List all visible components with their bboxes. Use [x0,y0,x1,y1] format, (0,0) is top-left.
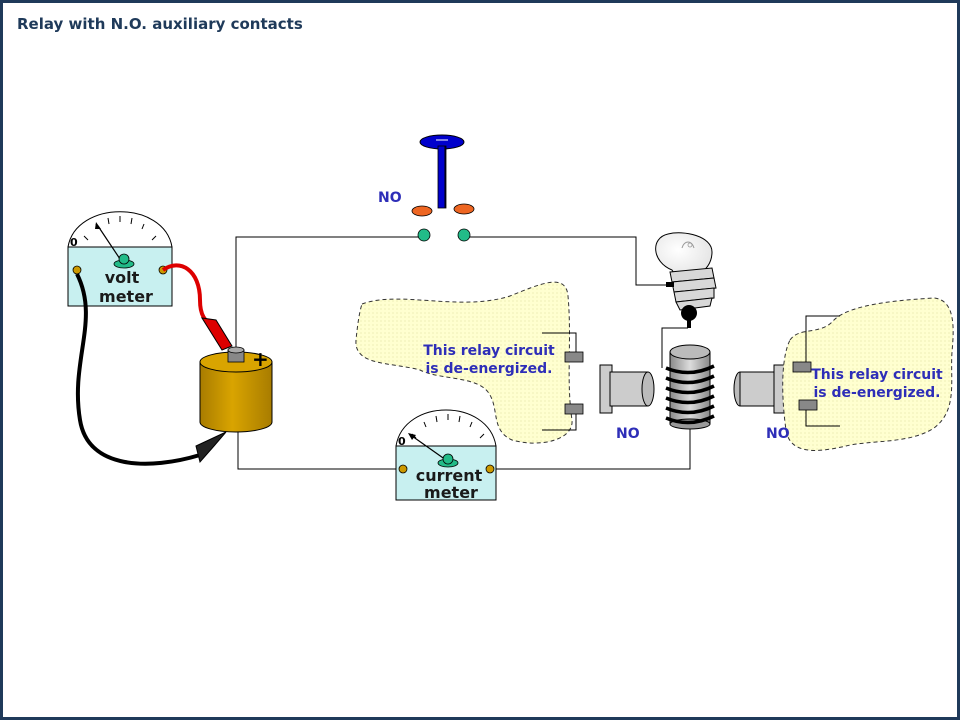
volt-meter-terminal-left [72,265,82,275]
volt-meter-zero: 0 [70,236,78,249]
relay-note-left-line2: is de-energized. [426,361,553,377]
aux-contact-right [792,315,840,427]
relay-coil [665,344,715,430]
current-meter-needle [411,435,447,461]
light-bulb [655,232,717,328]
black-test-lead [75,273,201,466]
circuit-wires [235,236,691,470]
red-probe [201,317,233,351]
black-probe [195,431,227,464]
wire-lamp-coil [661,327,688,368]
switch-stem [437,145,447,209]
wire-bottom-left [237,432,398,470]
relay-note-right: This relay circuit is de-energized. NO [766,297,954,451]
switch-terminal-right [457,228,471,242]
battery: + [199,346,273,433]
relay-armature-left [599,364,655,414]
volt-meter-label-2: meter [99,287,153,306]
relay-armature-right [733,364,787,414]
current-meter-label-2: meter [424,483,478,502]
switch-terminal-left [417,228,431,242]
wire-bottom-right [496,425,691,470]
battery-polarity: + [252,347,269,371]
relay-note-left-line1: This relay circuit [423,343,555,359]
volt-meter-label-1: volt [105,268,140,287]
relay-note-right-line2: is de-energized. [814,385,941,401]
current-meter: 0 current meter [395,409,497,502]
wire-top-right [464,236,672,286]
switch-contact-left [411,205,433,217]
relay-note-right-line1: This relay circuit [811,367,943,383]
switch-contact-right [453,203,475,215]
aux-contact-left [542,332,584,431]
current-meter-zero: 0 [398,435,406,448]
current-meter-label-1: current [416,466,483,485]
relay-right-contact-label: NO [766,426,790,442]
switch-label: NO [378,190,402,206]
relay-left-contact-label: NO [616,426,640,442]
volt-meter-needle [97,225,123,263]
relay-note-left: This relay circuit is de-energized. NO [355,281,640,444]
page-title: Relay with N.O. auxiliary contacts [17,15,303,33]
current-meter-terminal-left [398,464,408,474]
current-meter-terminal-right [485,464,495,474]
push-button-switch: NO [378,134,475,242]
wire-top-left [235,236,424,350]
